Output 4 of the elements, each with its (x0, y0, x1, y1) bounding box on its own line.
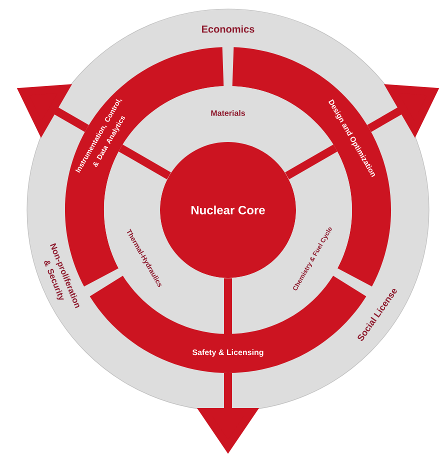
ring-label: Economics (202, 25, 254, 33)
connector (224, 278, 232, 334)
connector (285, 144, 338, 180)
connector (118, 144, 171, 180)
